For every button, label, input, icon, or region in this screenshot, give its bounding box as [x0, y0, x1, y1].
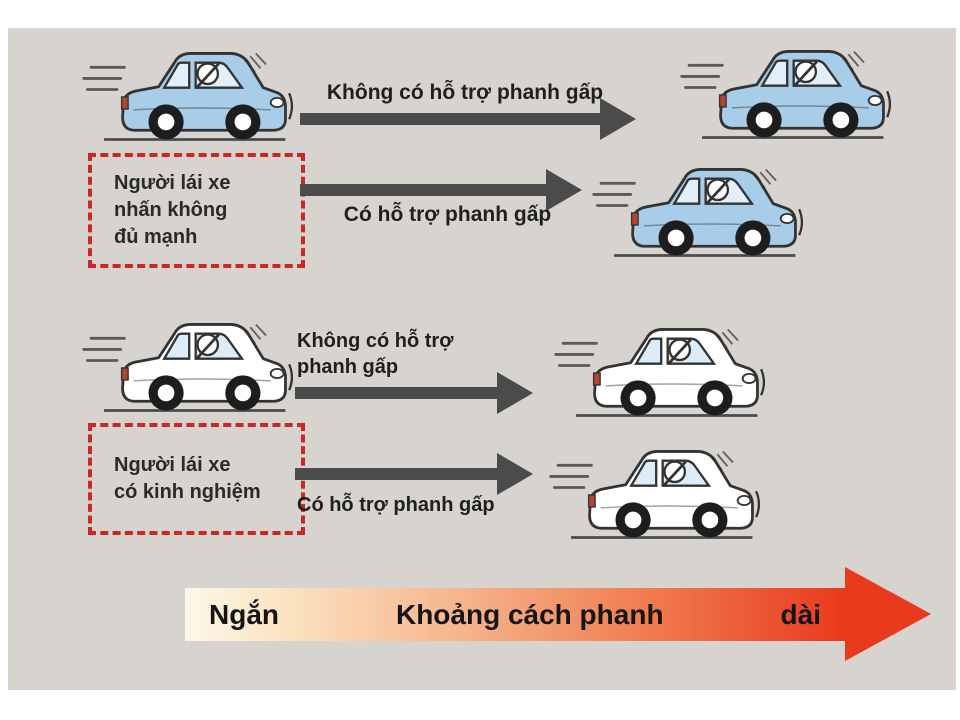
- car-icon-blue-assist-result: [592, 168, 803, 257]
- scale-long-label: dài: [780, 598, 821, 630]
- label-text: Có hỗ trợ phanh gấp: [297, 494, 495, 516]
- label-text: phanh gấp: [297, 356, 399, 378]
- label-no-assist-experienced: Không có hỗ trợ phanh gấp: [297, 328, 507, 380]
- label-assist-experienced: Có hỗ trợ phanh gấp: [297, 492, 537, 518]
- box-text-line: Người lái xe: [114, 454, 231, 476]
- label-text: Có hỗ trợ phanh gấp: [343, 203, 552, 226]
- box-text-line: đủ mạnh: [114, 226, 198, 248]
- car-icon-white-no-assist-result: [554, 328, 765, 417]
- label-text: Không có hỗ trợ phanh gấp: [326, 81, 604, 104]
- box-text-line: nhấn không: [114, 199, 228, 221]
- driver-condition-box-experienced: Người lái xe có kinh nghiệm: [88, 423, 305, 535]
- right-arrow-icon-no-assist-experienced: [295, 387, 497, 399]
- car-icon-white-assist-result: [549, 450, 760, 539]
- label-assist-weak-driver: Có hỗ trợ phanh gấp: [325, 202, 570, 228]
- car-icon-blue-start: [82, 52, 293, 141]
- scale-title: Khoảng cách phanh: [395, 598, 664, 630]
- braking-distance-scale: Ngắn Khoảng cách phanh dài: [185, 588, 845, 641]
- scale-short-label: Ngắn: [209, 598, 279, 630]
- car-icon-blue-no-assist-result: [680, 50, 891, 139]
- right-arrow-icon-assist-weak: [300, 184, 546, 196]
- right-arrow-icon-no-assist-weak: [300, 113, 600, 125]
- right-arrow-icon-assist-experienced: [295, 468, 497, 480]
- box-text-line: Người lái xe: [114, 172, 231, 194]
- label-no-assist-weak-driver: Không có hỗ trợ phanh gấp: [310, 80, 620, 106]
- car-icon-white-start: [82, 323, 293, 412]
- box-text-line: có kinh nghiệm: [114, 481, 261, 503]
- driver-condition-box-weak: Người lái xe nhấn không đủ mạnh: [88, 153, 305, 268]
- label-text: Không có hỗ trợ: [297, 330, 454, 352]
- scale-arrowhead-icon: [845, 567, 931, 661]
